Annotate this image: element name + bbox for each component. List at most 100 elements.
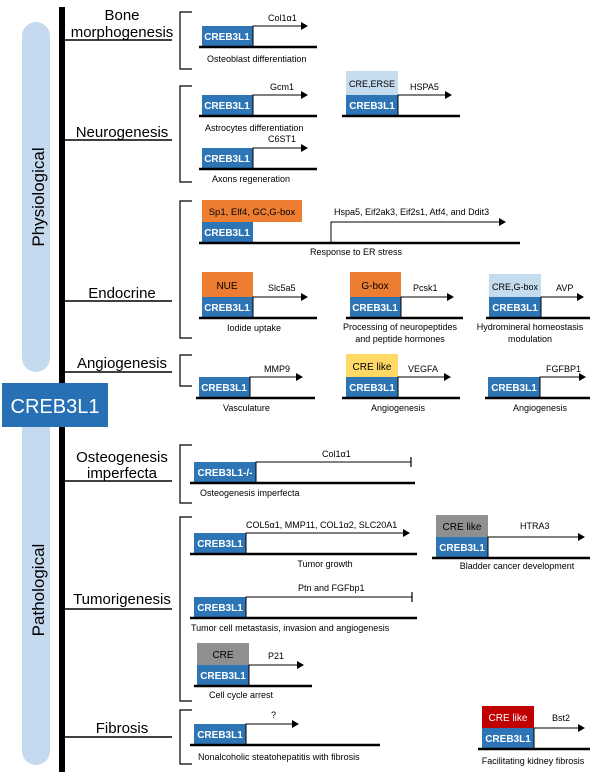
- brackets: [179, 11, 192, 765]
- caption-oi: Osteogenesis imperfecta: [200, 488, 300, 498]
- transcription-arrow: [400, 296, 447, 317]
- target-avp: AVP: [556, 283, 573, 293]
- creb3l1-gene-box: [482, 728, 534, 748]
- caption-kidney: Facilitating kidney fibrosis: [482, 756, 585, 766]
- target-gcm1: Gcm1: [270, 82, 294, 92]
- target-ptn: Ptn and FGFbp1: [298, 583, 365, 593]
- target-fgfbp1: FGFBP1: [546, 364, 581, 374]
- cre-box: [197, 643, 249, 665]
- element-label: Sp1, Elf4, GC,G-box: [209, 207, 296, 218]
- gene-label: CREB3L1: [491, 383, 537, 394]
- caption-iodide: Iodide uptake: [227, 323, 281, 333]
- gene-label: CREB3L1: [201, 383, 247, 394]
- arrowhead: [447, 293, 454, 301]
- transcription-arrow: [397, 94, 445, 115]
- transcription-arrow: [540, 296, 577, 317]
- item-metastasis: CREB3L1 Ptn and FGFbp1 Tumor cell metast…: [190, 583, 417, 633]
- creb3l1-main-box: [2, 383, 108, 427]
- arrowhead: [301, 293, 308, 301]
- category-osteo-line2: imperfecta: [87, 465, 158, 482]
- arrowhead: [444, 373, 451, 381]
- gene-label: CREB3L1: [204, 101, 250, 112]
- transcription-arrow: [533, 727, 578, 748]
- target-mmp9: MMP9: [264, 364, 290, 374]
- transcription-arrow: [245, 532, 403, 553]
- element-label: CRE like: [353, 362, 392, 373]
- category-fibrosis: Fibrosis: [96, 720, 149, 737]
- item-bst2: CRE like CREB3L1 Bst2 Facilitating kidne…: [478, 706, 590, 766]
- gene-ko-label: CREB3L1-/-: [197, 468, 252, 479]
- target-hspa5: HSPA5: [410, 82, 439, 92]
- creb3l1-gene-box: [194, 597, 246, 617]
- transcription-arrow: [252, 25, 301, 46]
- gene-label: CREB3L1: [204, 154, 250, 165]
- item-vegfa: CRE like CREB3L1 VEGFA Angiogenesis: [342, 354, 460, 413]
- target-unknown: ?: [271, 710, 276, 720]
- creb3l1-gene-box: [202, 26, 253, 46]
- target-bst2: Bst2: [552, 713, 570, 723]
- creb3l1-gene-box: [346, 95, 398, 115]
- cre-gbox-box: [489, 274, 541, 297]
- gene-label: CREB3L1: [439, 543, 485, 554]
- transcription-arrow: [252, 94, 301, 115]
- creb3l1-gene-box: [346, 377, 398, 397]
- gene-label: CREB3L1: [204, 228, 250, 239]
- gene-label: CREB3L1: [204, 303, 250, 314]
- item-iodide: NUE CREB3L1 Slc5a5 Iodide uptake: [199, 272, 317, 333]
- transcription-arrow: [487, 536, 578, 557]
- transcription-arrow: [397, 376, 444, 397]
- transcription-arrow: [330, 221, 499, 242]
- transcription-arrow: [248, 664, 297, 685]
- creb3l1-main-label: CREB3L1: [11, 396, 100, 418]
- caption-er-stress: Response to ER stress: [310, 247, 403, 257]
- transcription-arrow: [245, 723, 292, 744]
- item-er-stress: Sp1, Elf4, GC,G-box CREB3L1 Hspa5, Eif2a…: [199, 200, 520, 257]
- caption-neuropeptides-line1: Processing of neuropeptides: [343, 322, 458, 332]
- creb3l1-gene-box: [202, 297, 253, 317]
- arrowhead: [301, 144, 308, 152]
- transcription-arrow: [252, 147, 301, 168]
- creb3l1-gene-box: [436, 537, 488, 557]
- gbox-box: [350, 272, 401, 297]
- gene-label: CREB3L1: [197, 603, 243, 614]
- creb3l1-gene-box: [202, 148, 253, 168]
- transcription-arrow: [252, 296, 301, 317]
- inhibition-line: [255, 461, 411, 482]
- transcription-arrow: [249, 376, 296, 397]
- caption-axons: Axons regeneration: [212, 174, 290, 184]
- arrowhead: [296, 373, 303, 381]
- arrowhead: [577, 293, 584, 301]
- target-vegfa: VEGFA: [408, 364, 438, 374]
- element-label: CRE like: [443, 522, 482, 533]
- arrowhead: [578, 724, 585, 732]
- item-htra3: CRE like CREB3L1 HTRA3 Bladder cancer de…: [432, 515, 590, 571]
- element-label: CRE,G-box: [492, 282, 539, 292]
- item-pcsk1: G-box CREB3L1 Pcsk1 Processing of neurop…: [343, 272, 463, 344]
- creb3l1-gene-box: [489, 297, 541, 317]
- creb3l1-gene-box: [194, 724, 246, 744]
- gene-label: CREB3L1: [352, 303, 398, 314]
- caption-angiogenesis-1: Angiogenesis: [371, 403, 426, 413]
- gene-label: CREB3L1: [204, 32, 250, 43]
- physiological-panel: [22, 22, 50, 372]
- category-endocrine: Endocrine: [88, 285, 156, 302]
- creb3l1-gene-box: [202, 222, 253, 242]
- target-slc5a5: Slc5a5: [268, 283, 296, 293]
- transcription-arrow: [539, 376, 579, 397]
- item-avp: CRE,G-box CREB3L1 AVP Hydromineral homeo…: [477, 274, 590, 344]
- item-fgfbp1: CREB3L1 FGFBP1 Angiogenesis: [485, 364, 590, 413]
- item-axons: CREB3L1 C6ST1 Axons regeneration: [199, 134, 317, 184]
- item-tumor-growth: CREB3L1 COL5α1, MMP11, COL1α2, SLC20A1 T…: [190, 520, 417, 569]
- item-astrocytes: CREB3L1 Gcm1 Astrocytes differentiation: [199, 82, 317, 133]
- item-cell-cycle: CRE CREB3L1 P21 Cell cycle arrest: [194, 643, 312, 700]
- creb3l1-ko-box: [194, 462, 256, 482]
- gene-label: CREB3L1: [349, 101, 395, 112]
- caption-tumor-growth: Tumor growth: [297, 559, 352, 569]
- pathological-panel: [22, 415, 50, 765]
- caption-osteoblast: Osteoblast differentiation: [207, 54, 306, 64]
- target-er-genes: Hspa5, Eif2ak3, Eif2s1, Atf4, and Ddit3: [334, 207, 489, 217]
- arrowhead: [301, 91, 308, 99]
- arrowhead: [445, 91, 452, 99]
- creb3l1-gene-box: [350, 297, 401, 317]
- arrowhead: [499, 218, 506, 226]
